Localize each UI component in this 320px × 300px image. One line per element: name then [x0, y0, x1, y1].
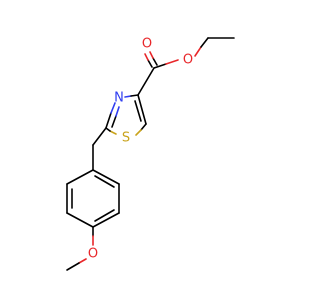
bond-ring-double-2 — [94, 209, 115, 222]
bond-o-ch3-b — [66, 262, 80, 271]
bond-c4-carbonylc — [137, 67, 155, 96]
bond-c5-s-a — [140, 123, 147, 131]
bond-n-c4-b — [130, 94, 139, 97]
bond-c4-c5 — [137, 94, 147, 125]
bond-s-c2-b — [105, 127, 111, 132]
ester-group — [137, 37, 235, 96]
bond-ring-double-1 — [94, 175, 115, 188]
bond-c2-n-b — [110, 102, 116, 114]
bond-c2-n-double-a — [111, 115, 117, 128]
atom-n-ring: N — [114, 91, 124, 106]
methoxy-group — [66, 226, 94, 271]
bond-carbonyl-double-d — [149, 51, 154, 59]
bond-carbonyl-double-a — [147, 59, 153, 68]
bond-c5-s-b — [135, 129, 142, 136]
benzyl-linker — [92, 127, 107, 171]
bond-ring-4 — [66, 212, 94, 228]
thiazole-ring — [105, 94, 147, 136]
bond-carbonylc-oester-b — [165, 59, 179, 65]
bond-n-c4-a — [124, 95, 132, 98]
benzene-ring — [66, 169, 120, 228]
structure-diagram: O O N S — [66, 37, 235, 271]
bond-carbonyl-double-b — [144, 53, 149, 61]
atom-o-ester: O — [183, 53, 193, 68]
atom-s-ring: S — [122, 131, 130, 146]
bond-ring-1 — [92, 169, 120, 185]
atom-o-carbonyl: O — [142, 37, 152, 52]
atom-o-methoxy: O — [88, 247, 98, 262]
bond-c2-n-a — [105, 112, 112, 129]
bond-c2-ch2 — [92, 127, 107, 146]
bond-s-c2-a — [109, 130, 117, 135]
bond-oester-ch2-a — [194, 46, 202, 57]
bond-carbonylc-oester-a — [153, 63, 167, 69]
bond-c4-c5-double — [134, 100, 142, 122]
bond-oester-ch2-b — [200, 37, 209, 48]
bond-ring-6 — [66, 169, 94, 185]
bond-o-ch3-a — [78, 258, 87, 264]
bond-c2-n-double-b — [115, 106, 120, 117]
bond-ring-3 — [92, 212, 120, 228]
bond-carbonyl-double-c — [152, 57, 158, 66]
